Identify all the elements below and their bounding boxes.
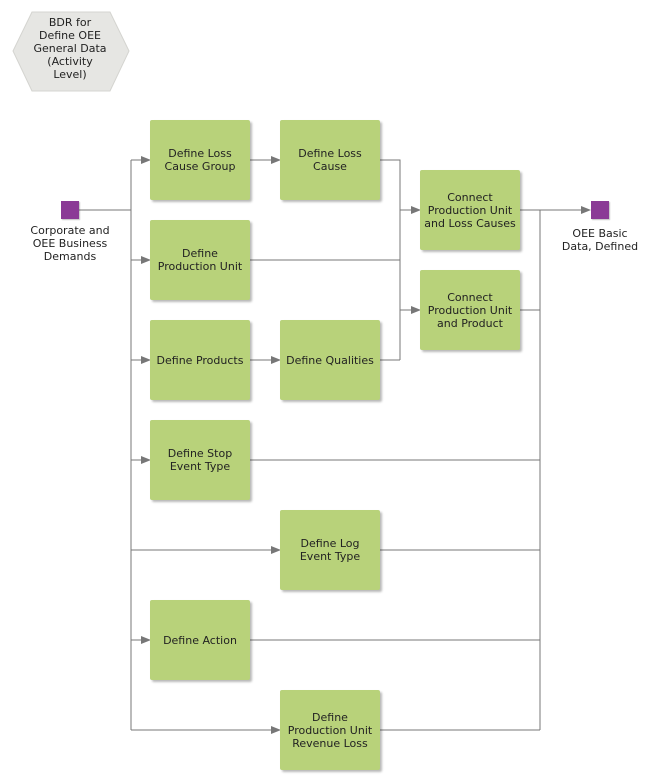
- activity-label: Define Qualities: [286, 353, 374, 367]
- activity-define-qualities[interactable]: Define Qualities: [280, 320, 380, 400]
- end-event-label: OEE Basic Data, Defined: [561, 227, 639, 253]
- hexagon-shape: [12, 11, 130, 92]
- activity-label: Define Loss Cause: [298, 147, 362, 173]
- activity-define-production-unit-revenue-loss[interactable]: Define Production Unit Revenue Loss: [280, 690, 380, 770]
- activity-label: Define Action: [163, 633, 237, 647]
- activity-define-loss-cause-group[interactable]: Define Loss Cause Group: [150, 120, 250, 200]
- activity-label: Define Production Unit: [157, 247, 243, 273]
- start-event-label: Corporate and OEE Business Demands: [30, 224, 110, 263]
- activity-label: Connect Production Unit and Product: [427, 290, 513, 330]
- activity-define-loss-cause[interactable]: Define Loss Cause: [280, 120, 380, 200]
- activity-label: Define Loss Cause Group: [164, 147, 236, 173]
- activity-connect-production-unit-product[interactable]: Connect Production Unit and Product: [420, 270, 520, 350]
- activity-label: Connect Production Unit and Loss Causes: [424, 190, 516, 230]
- diagram-title: BDR for Define OEE General Data (Activit…: [33, 16, 107, 81]
- activity-label: Define Log Event Type: [299, 537, 361, 563]
- start-event-marker: [61, 201, 79, 219]
- connector-cause-to-merge: [380, 159, 401, 210]
- activity-define-production-unit[interactable]: Define Production Unit: [150, 220, 250, 300]
- end-event-marker: [591, 201, 609, 219]
- activity-connect-production-unit-loss-causes[interactable]: Connect Production Unit and Loss Causes: [420, 170, 520, 250]
- activity-define-log-event-type[interactable]: Define Log Event Type: [280, 510, 380, 590]
- activity-define-stop-event-type[interactable]: Define Stop Event Type: [150, 420, 250, 500]
- activity-define-products[interactable]: Define Products: [150, 320, 250, 400]
- activity-label: Define Products: [156, 353, 244, 367]
- activity-label: Define Stop Event Type: [167, 447, 233, 473]
- activity-define-action[interactable]: Define Action: [150, 600, 250, 680]
- activity-label: Define Production Unit Revenue Loss: [287, 710, 373, 750]
- diagram-title-hexagon: BDR for Define OEE General Data (Activit…: [10, 10, 130, 92]
